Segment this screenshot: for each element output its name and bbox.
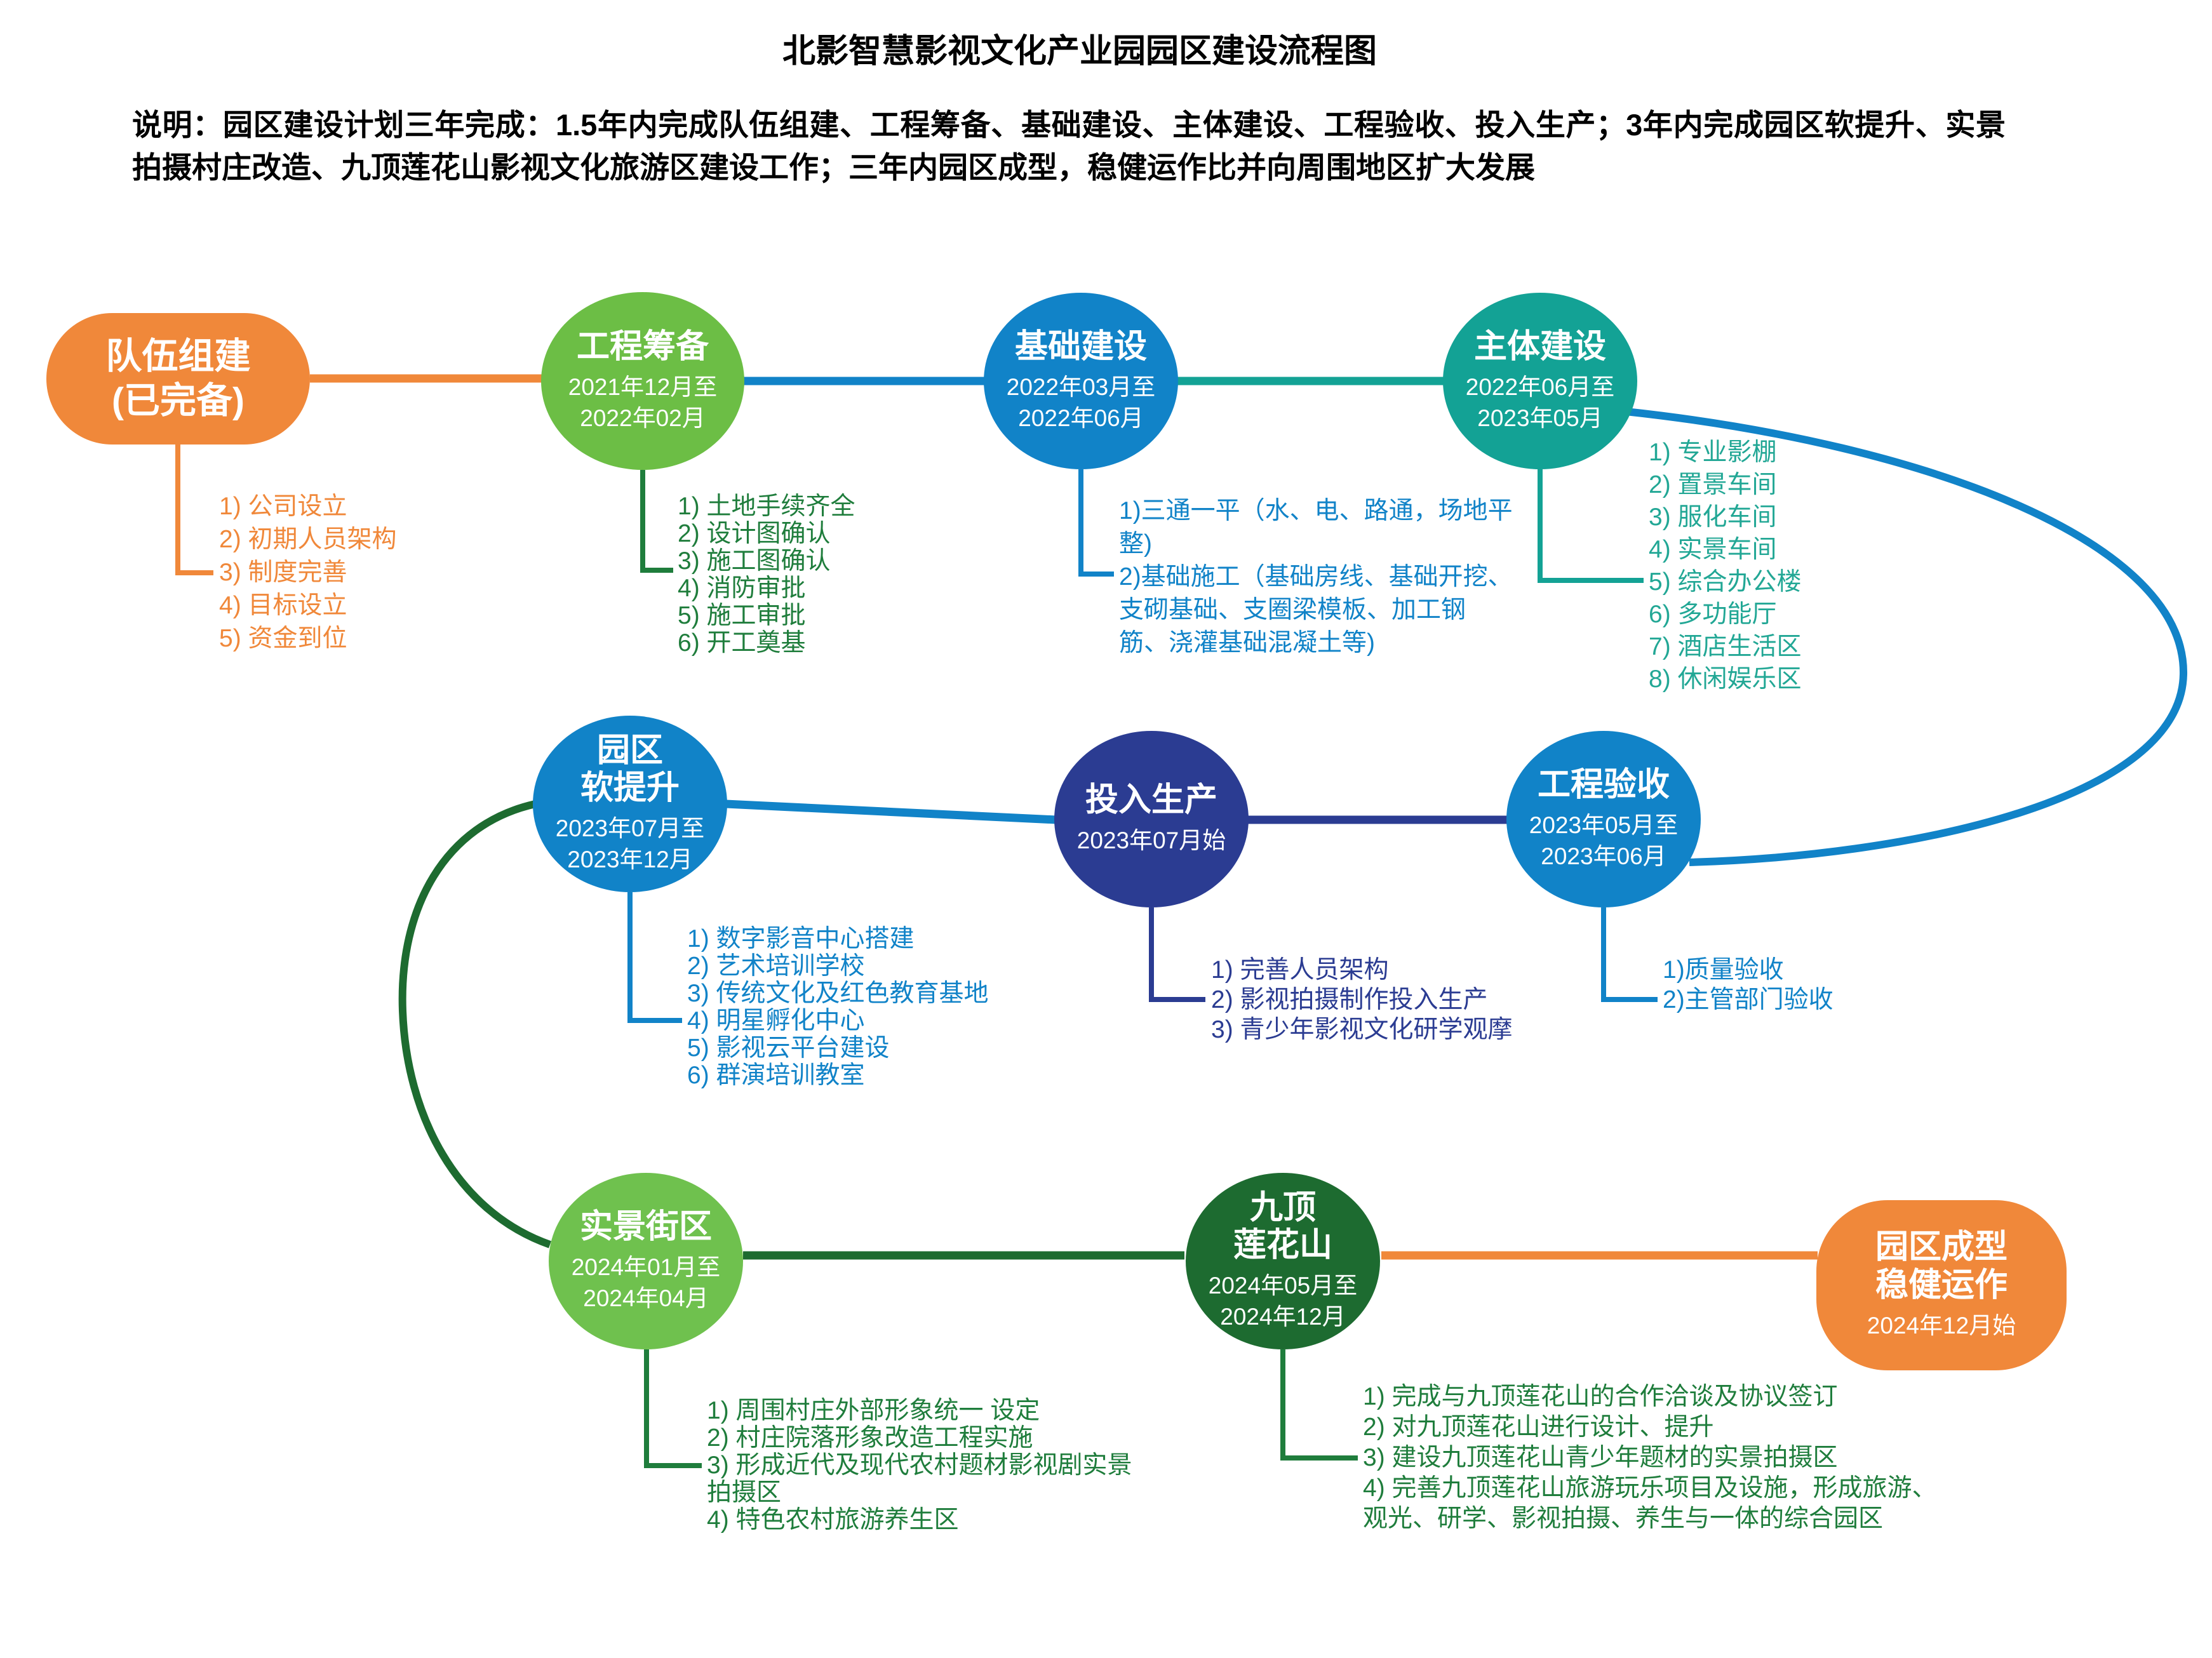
node-jiuding-lotus-mountain-title: 九顶 莲花山 [1233, 1189, 1332, 1264]
node-team-building-title: 队伍组建 (已完备) [105, 335, 251, 421]
list-project-acceptance: 1)质量验收 2)主管部门验收 [1663, 955, 1833, 1015]
elbow-prep [640, 470, 673, 573]
list-item: 3) 青少年影视文化研学观摩 [1211, 1016, 1513, 1043]
list-item: 2) 艺术培训学校 [687, 953, 865, 980]
list-item: 5) 影视云平台建设 [687, 1034, 890, 1062]
list-item: 3) 建设九顶莲花山青少年题材的实景拍摄区 [1363, 1444, 1838, 1471]
list-item: 7) 酒店生活区 [1649, 633, 1802, 660]
list-item: 5) 施工审批 [678, 602, 806, 629]
list-item: 5) 资金到位 [219, 625, 347, 652]
list-item: 4) 完善九顶莲花山旅游玩乐项目及设施，形成旅游、观光、研学、影视拍摄、养生与一… [1363, 1474, 1937, 1532]
node-project-preparation: 工程筹备 2021年12月至 2022年02月 [541, 292, 744, 470]
list-item: 8) 休闲娱乐区 [1649, 665, 1802, 693]
list-item: 1) 周围村庄外部形象统一 设定 [707, 1397, 1040, 1424]
list-item: 4) 明星孵化中心 [687, 1007, 865, 1034]
elbow-main [1538, 469, 1644, 583]
list-item: 6) 群演培训教室 [687, 1062, 865, 1089]
node-main-construction-date: 2022年06月至 2023年05月 [1465, 373, 1615, 431]
node-start-production-date: 2023年07月始 [1076, 827, 1226, 854]
node-park-mature: 园区成型 稳健运作 2024年12月始 [1816, 1200, 2067, 1370]
node-real-scene-street: 实景街区 2024年01月至 2024年04月 [549, 1173, 743, 1349]
list-item: 2) 影视拍摄制作投入生产 [1211, 986, 1488, 1013]
node-project-preparation-date: 2021年12月至 2022年02月 [568, 373, 718, 431]
node-park-mature-date: 2024年12月始 [1867, 1312, 2016, 1339]
list-item: 5) 综合办公楼 [1649, 568, 1802, 596]
list-item: 2) 置景车间 [1649, 471, 1777, 498]
node-real-scene-street-date: 2024年01月至 2024年04月 [571, 1254, 721, 1311]
list-main-construction: 1) 专业影棚 2) 置景车间 3) 服化车间 4) 实景车间 5) 综合办公楼… [1649, 436, 1802, 695]
node-project-preparation-title: 工程筹备 [576, 328, 709, 365]
node-jiuding-lotus-mountain-date: 2024年05月至 2024年12月 [1208, 1273, 1358, 1330]
list-item: 4) 消防审批 [678, 575, 806, 602]
node-project-acceptance: 工程验收 2023年05月至 2023年06月 [1506, 731, 1701, 907]
list-item: 1) 数字影音中心搭建 [687, 925, 915, 953]
list-item: 4) 特色农村旅游养生区 [707, 1506, 959, 1534]
list-item: 2)主管部门验收 [1663, 986, 1833, 1013]
node-jiuding-lotus-mountain: 九顶 莲花山 2024年05月至 2024年12月 [1186, 1173, 1380, 1349]
node-foundation-construction-title: 基础建设 [1014, 328, 1147, 365]
node-foundation-construction: 基础建设 2022年03月至 2022年06月 [984, 293, 1178, 469]
node-soft-upgrade-title: 园区 软提升 [580, 732, 680, 807]
list-item: 4) 目标设立 [219, 592, 347, 619]
elbow-team [175, 445, 213, 575]
node-soft-upgrade: 园区 软提升 2023年07月至 2023年12月 [533, 716, 727, 892]
list-item: 6) 多功能厅 [1649, 601, 1777, 628]
link-main-acceptance-arc [1625, 408, 2188, 866]
link-production-soft [725, 799, 1057, 824]
node-start-production: 投入生产 2023年07月始 [1054, 731, 1249, 907]
node-park-mature-title: 园区成型 稳健运作 [1875, 1229, 2008, 1304]
list-item: 1) 完成与九顶莲花山的合作洽谈及协议签订 [1363, 1383, 1838, 1410]
list-item: 4) 实景车间 [1649, 536, 1777, 563]
list-item: 2) 设计图确认 [678, 520, 831, 547]
list-item: 3) 服化车间 [1649, 504, 1777, 531]
node-start-production-title: 投入生产 [1085, 781, 1217, 819]
elbow-acceptance [1601, 907, 1658, 1002]
elbow-lotus [1280, 1349, 1358, 1461]
node-main-construction: 主体建设 2022年06月至 2023年05月 [1443, 293, 1637, 469]
list-item: 1) 公司设立 [219, 493, 347, 520]
list-item: 3) 制度完善 [219, 559, 347, 586]
node-project-acceptance-title: 工程验收 [1537, 766, 1670, 803]
elbow-production [1149, 907, 1205, 1002]
list-item: 2) 初期人员架构 [219, 526, 397, 553]
node-team-building: 队伍组建 (已完备) [46, 313, 310, 445]
list-real-scene-street: 1) 周围村庄外部形象统一 设定 2) 村庄院落形象改造工程实施 3) 形成近代… [707, 1397, 1132, 1534]
list-team-building: 1) 公司设立 2) 初期人员架构 3) 制度完善 4) 目标设立 5) 资金到… [219, 490, 397, 655]
elbow-foundation [1078, 469, 1114, 577]
node-foundation-construction-date: 2022年03月至 2022年06月 [1006, 373, 1156, 431]
page-title: 北影智慧影视文化产业园园区建设流程图 [782, 33, 1377, 70]
node-main-construction-title: 主体建设 [1473, 328, 1606, 365]
node-project-acceptance-date: 2023年05月至 2023年06月 [1529, 812, 1679, 869]
list-item: 6) 开工奠基 [678, 629, 806, 657]
list-item: 1) 专业影棚 [1649, 439, 1777, 466]
list-item: 2)基础施工（基础房线、基础开挖、支砌基础、支圈梁模板、加工钢筋、浇灌基础混凝土… [1119, 563, 1513, 657]
list-item: 1)质量验收 [1663, 956, 1784, 984]
list-item: 1)三通一平（水、电、路通，场地平整) [1119, 497, 1513, 558]
elbow-street [644, 1349, 702, 1468]
list-item: 3) 施工图确认 [678, 547, 831, 575]
list-item: 2) 对九顶莲花山进行设计、提升 [1363, 1414, 1714, 1441]
node-soft-upgrade-date: 2023年07月至 2023年12月 [555, 815, 705, 873]
list-soft-upgrade: 1) 数字影音中心搭建 2) 艺术培训学校 3) 传统文化及红色教育基地 4) … [687, 925, 1106, 1089]
node-real-scene-street-title: 实景街区 [579, 1208, 712, 1245]
page-description: 说明：园区建设计划三年完成：1.5年内完成队伍组建、工程筹备、基础建设、主体建设… [132, 108, 2006, 184]
list-project-preparation: 1) 土地手续齐全 2) 设计图确认 3) 施工图确认 4) 消防审批 5) 施… [678, 493, 855, 657]
list-jiuding-lotus-mountain: 1) 完成与九顶莲花山的合作洽谈及协议签订 2) 对九顶莲花山进行设计、提升 3… [1363, 1382, 1960, 1534]
list-start-production: 1) 完善人员架构 2) 影视拍摄制作投入生产 3) 青少年影视文化研学观摩 [1211, 955, 1513, 1045]
list-item: 1) 土地手续齐全 [678, 493, 855, 520]
link-soft-street-curve [398, 800, 551, 1248]
elbow-soft [627, 892, 682, 1023]
list-item: 3) 传统文化及红色教育基地 [687, 980, 989, 1007]
list-foundation-construction: 1)三通一平（水、电、路通，场地平整) 2)基础施工（基础房线、基础开挖、支砌基… [1119, 495, 1513, 660]
list-item: 2) 村庄院落形象改造工程实施 [707, 1424, 1033, 1452]
list-item: 3) 形成近代及现代农村题材影视剧实景拍摄区 [707, 1452, 1132, 1506]
list-item: 1) 完善人员架构 [1211, 956, 1389, 984]
